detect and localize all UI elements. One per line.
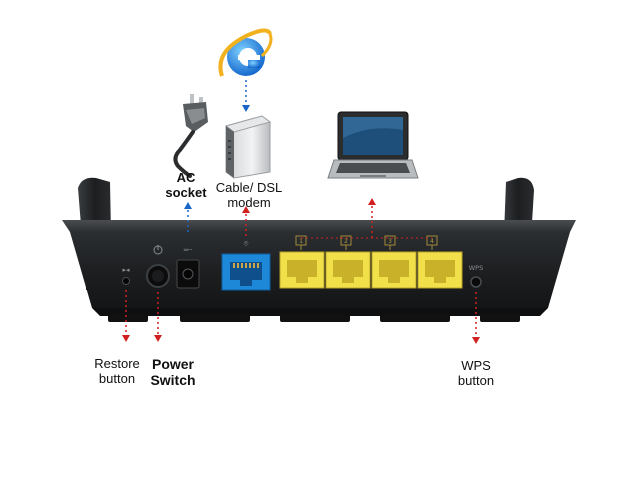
restore-label-line1: Restore xyxy=(94,356,140,371)
ac-plug-icon xyxy=(173,94,208,178)
dc-in-jack: ═┄ xyxy=(176,246,200,289)
lan-ports: 1 2 3 4 xyxy=(279,235,463,289)
wps-printed-label: WPS xyxy=(469,264,483,272)
power-switch-label: Power Switch xyxy=(142,356,204,388)
power-label-line1: Power xyxy=(151,356,194,372)
arrow-to-power-label xyxy=(154,292,162,342)
power-switch[interactable] xyxy=(146,245,170,288)
svg-text:═┄: ═┄ xyxy=(183,246,193,254)
ac-socket-label-line2: socket xyxy=(165,185,207,200)
lan-port-number: 4 xyxy=(430,238,434,245)
modem-label-line1: Cable/ DSL xyxy=(215,180,283,195)
power-label-line2: Switch xyxy=(150,372,196,388)
arrow-ie-to-modem xyxy=(242,80,250,112)
ie-logo-icon xyxy=(218,28,273,77)
modem-label-line2: modem xyxy=(227,195,271,210)
restore-label-line2: button xyxy=(98,371,136,386)
wps-button[interactable]: WPS xyxy=(469,264,483,288)
lan-port-3: 3 xyxy=(371,235,417,289)
laptop-icon xyxy=(327,111,419,179)
restore-button-label: Restore button xyxy=(86,356,148,386)
arrow-lan-to-laptop xyxy=(301,198,432,239)
wan-port: ⌾ xyxy=(221,239,271,291)
svg-text:⌾: ⌾ xyxy=(244,239,249,248)
reset-hole[interactable]: ▸◂ xyxy=(122,266,130,285)
arrow-wan-to-modem xyxy=(242,206,250,236)
lan-port-number: 3 xyxy=(388,238,392,245)
wps-button-label: WPS button xyxy=(448,358,504,388)
wps-label-line2: button xyxy=(457,373,495,388)
arrow-to-wps-label xyxy=(472,292,480,344)
svg-text:▸◂: ▸◂ xyxy=(122,266,130,274)
lan-port-4: 4 xyxy=(417,235,463,289)
lan-port-number: 2 xyxy=(344,238,348,245)
lan-port-2: 2 xyxy=(325,235,371,289)
lan-port-number: 1 xyxy=(299,238,303,245)
modem-label: Cable/ DSL modem xyxy=(206,180,292,210)
wps-label-line1: WPS xyxy=(461,358,491,373)
ac-socket-label: AC socket xyxy=(158,170,214,200)
modem-icon xyxy=(224,115,272,179)
arrow-to-restore-label xyxy=(122,290,130,342)
ac-socket-label-line1: AC xyxy=(176,170,196,185)
arrow-dc-to-socket xyxy=(184,202,192,232)
